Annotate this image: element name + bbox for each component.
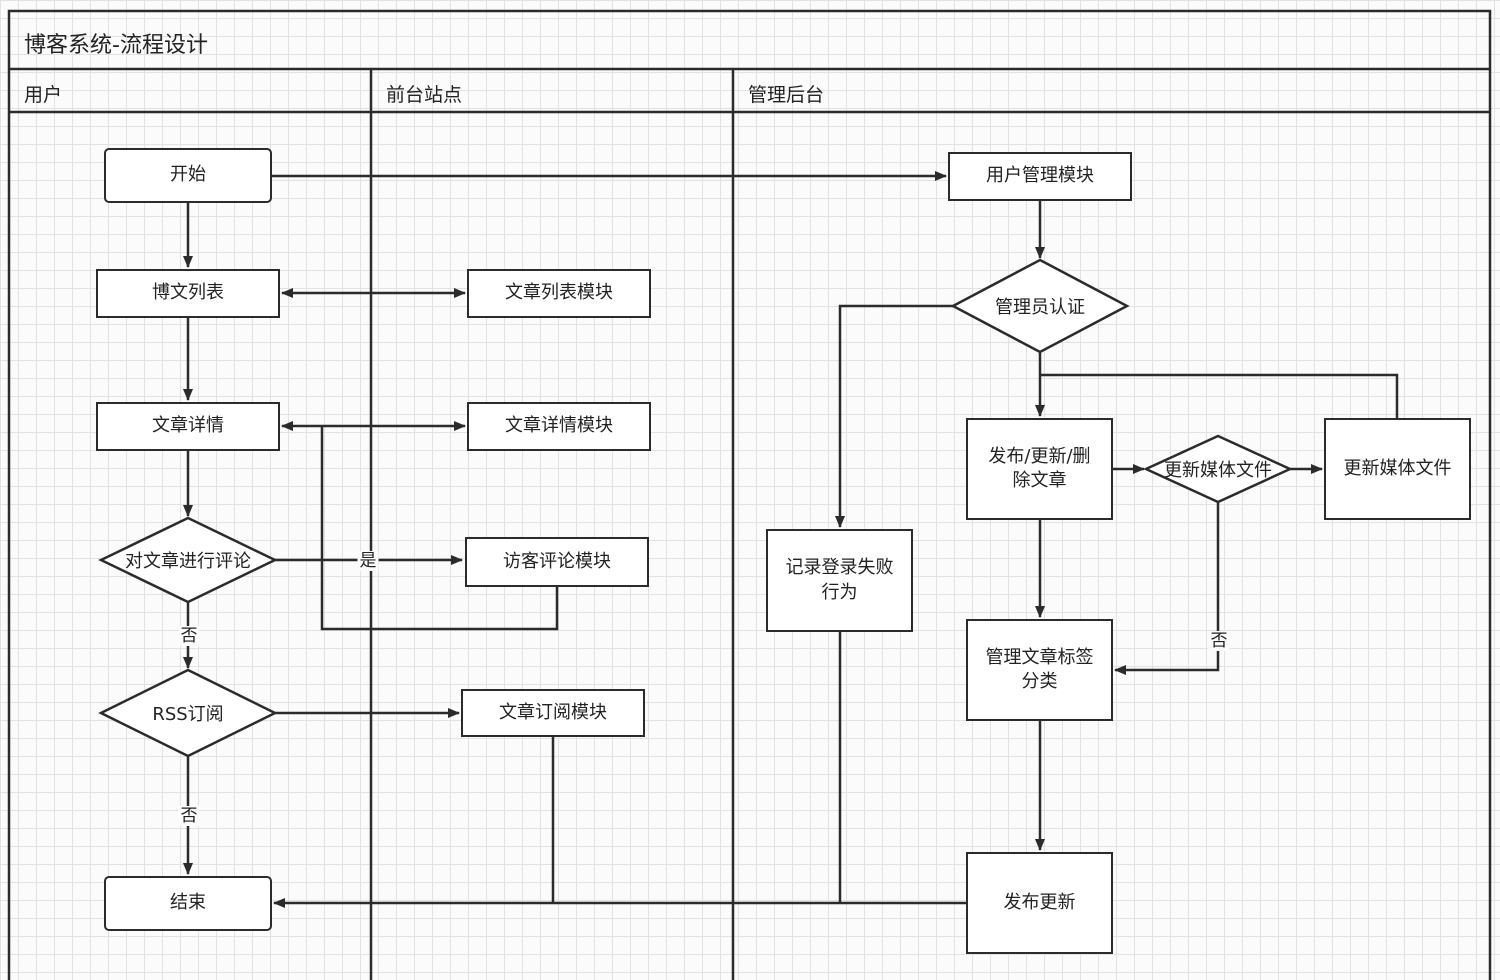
lane-header-user: 用户 bbox=[24, 84, 63, 106]
edge-label-no-comment: 否 bbox=[178, 626, 200, 646]
publish-update-node: 发布更新 bbox=[966, 852, 1113, 954]
publish-update-delete-node: 发布/更新/删除文章 bbox=[966, 418, 1113, 520]
start-node: 开始 bbox=[104, 148, 272, 203]
edge-media-no bbox=[1114, 502, 1220, 675]
log-login-failure-node: 记录登录失败行为 bbox=[766, 529, 913, 632]
outer-border bbox=[7, 9, 1492, 980]
lane-header-frontend: 前台站点 bbox=[386, 84, 463, 106]
admin-auth-label: 管理员认证 bbox=[995, 297, 1085, 318]
edge-auth-fail bbox=[835, 304, 953, 528]
article-detail-node: 文章详情 bbox=[96, 402, 280, 451]
update-media-decision-label: 更新媒体文件 bbox=[1164, 460, 1272, 481]
update-media-files-node: 更新媒体文件 bbox=[1324, 418, 1471, 520]
lane-header-admin: 管理后台 bbox=[748, 84, 825, 106]
user-mgmt-module-node: 用户管理模块 bbox=[948, 152, 1132, 201]
visitor-comment-module-node: 访客评论模块 bbox=[465, 537, 649, 587]
article-detail-module-node: 文章详情模块 bbox=[467, 402, 651, 451]
rss-decision-label: RSS订阅 bbox=[152, 704, 224, 725]
manage-tags-node: 管理文章标签分类 bbox=[966, 619, 1113, 721]
edge-label-no-media: 否 bbox=[1208, 631, 1230, 651]
article-subscribe-module-node: 文章订阅模块 bbox=[461, 689, 645, 737]
end-node: 结束 bbox=[104, 876, 272, 931]
diagram-title: 博客系统-流程设计 bbox=[24, 33, 208, 58]
article-list-module-node: 文章列表模块 bbox=[467, 269, 651, 318]
comment-decision-label: 对文章进行评论 bbox=[125, 551, 251, 572]
blog-list-node: 博文列表 bbox=[96, 269, 280, 318]
edge-comment-module-back bbox=[320, 426, 559, 631]
edge-label-no-rss: 否 bbox=[178, 806, 200, 826]
edge-auth-to-media bbox=[1040, 373, 1399, 418]
edge-label-yes: 是 bbox=[357, 551, 379, 571]
swimlane-frame bbox=[7, 9, 1492, 980]
